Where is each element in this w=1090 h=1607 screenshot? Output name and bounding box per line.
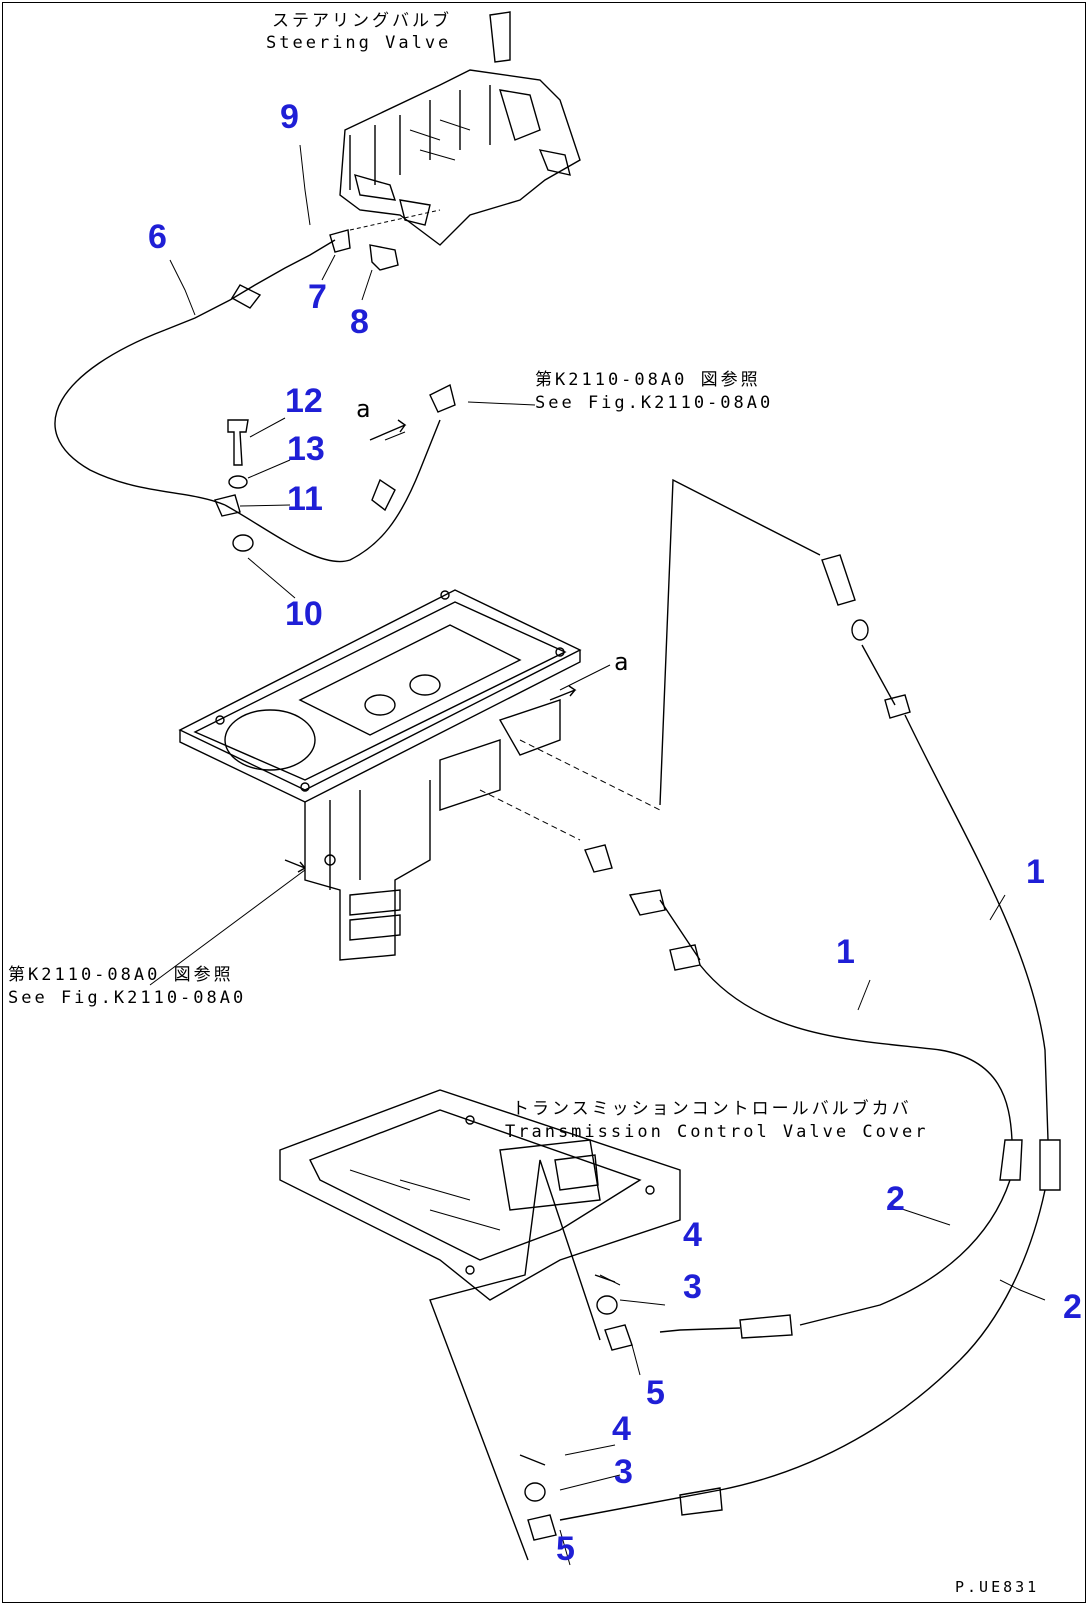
bolt-12-shape: [227, 419, 249, 466]
pin-4a-shape: [594, 1274, 616, 1283]
tcv-cover-drawing: [279, 1089, 681, 1301]
part-7-shape: [329, 229, 351, 253]
clip-5a-shape: [604, 1324, 633, 1351]
control-stand-drawing: [178, 589, 661, 961]
callout-5-b: 5: [556, 1530, 575, 1568]
pin-4b-shape: [519, 1454, 546, 1466]
view-label-a-mid: a: [614, 648, 632, 676]
caption-ref-left-en: See Fig.K2110-08A0: [8, 988, 247, 1008]
part-11-shape: [214, 494, 241, 517]
leader-lines: [149, 144, 1046, 1566]
caption-tcv-cover-jp: トランスミッションコントロールバルブカバ: [512, 1099, 912, 1119]
clip-5b-shape: [527, 1514, 557, 1541]
callout-7: 7: [308, 278, 327, 316]
cable-6: [54, 239, 456, 563]
callout-3-a: 3: [683, 1268, 702, 1306]
part-10-shape: [232, 534, 254, 552]
caption-steering-valve-jp: ステアリングバルブ: [272, 11, 452, 31]
caption-ref-top-jp: 第K2110-08A0 図参照: [535, 370, 761, 390]
callout-11: 11: [287, 480, 323, 518]
callout-3-b: 3: [614, 1453, 633, 1491]
callout-9: 9: [280, 98, 299, 136]
cable-lower-end: [559, 1504, 641, 1521]
caption-steering-valve-en: Steering Valve: [266, 33, 452, 53]
figure-id: P.UE831: [955, 1578, 1040, 1596]
callout-12: 12: [285, 382, 323, 420]
callout-8: 8: [350, 303, 369, 341]
view-label-a-top: a: [356, 395, 374, 423]
cable-1-right: [821, 554, 1061, 1361]
cable-1-mid: [584, 844, 1023, 1339]
callout-10: 10: [285, 595, 323, 633]
steering-valve-drawing: [339, 11, 581, 246]
ref-line-right: [659, 478, 821, 806]
view-arrow-left: [284, 859, 306, 873]
part-8-shape: [369, 244, 399, 271]
callout-5-a: 5: [646, 1374, 665, 1412]
view-arrow-top: [369, 419, 407, 441]
callout-2-mid: 2: [886, 1180, 905, 1218]
caption-ref-top-en: See Fig.K2110-08A0: [535, 393, 774, 413]
caption-ref-left-jp: 第K2110-08A0 図参照: [8, 965, 234, 985]
cable-lower: [639, 1359, 961, 1506]
callout-1-mid: 1: [836, 933, 855, 971]
callout-1-right: 1: [1026, 853, 1045, 891]
callout-4-a: 4: [683, 1216, 702, 1254]
caption-tcv-cover-en: Transmission Control Valve Cover: [505, 1122, 929, 1142]
callout-2-right: 2: [1063, 1288, 1082, 1326]
nut-3a-shape: [596, 1295, 618, 1315]
cable-lower-fitting: [679, 1487, 723, 1516]
callout-13: 13: [287, 430, 325, 468]
callout-6: 6: [148, 218, 167, 256]
ref-line-bottom: [429, 1159, 601, 1561]
nut-3b-shape: [524, 1482, 546, 1502]
view-arrow-mid: [549, 685, 577, 701]
callout-4-b: 4: [612, 1410, 631, 1448]
washer-13-shape: [228, 475, 248, 489]
